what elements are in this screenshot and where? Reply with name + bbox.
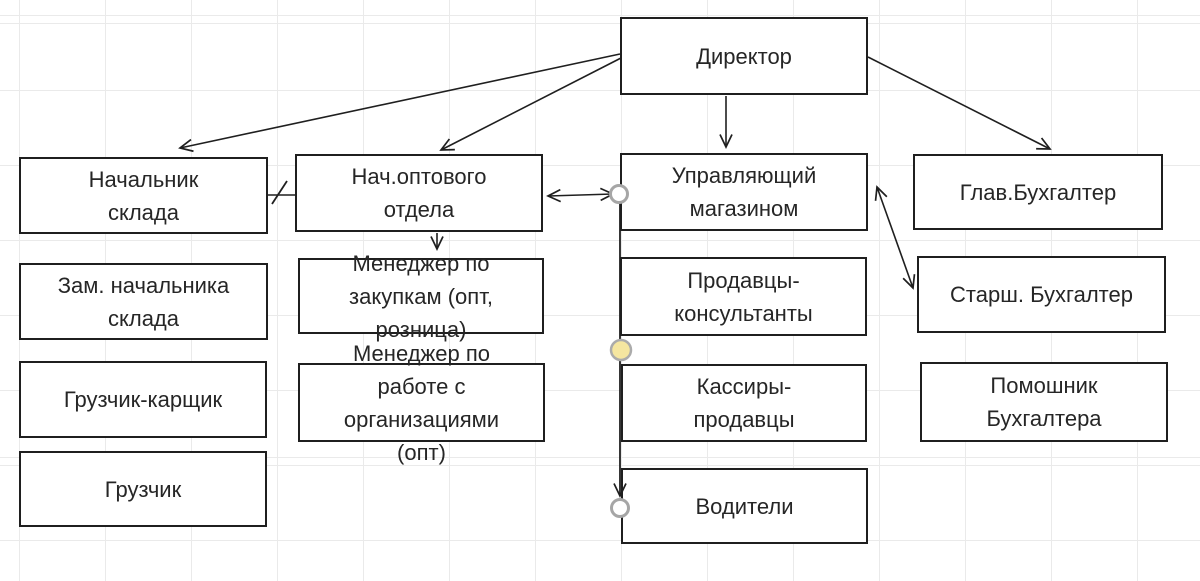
box-wholesale-head[interactable]: Нач.оптового отдела	[295, 154, 543, 232]
box-accountant-assistant[interactable]: Помошник Бухгалтера	[920, 362, 1168, 442]
box-loader-forklift-label: Грузчик-карщик	[63, 387, 223, 412]
box-sales-consultants-label: Продавцы- консультанты	[674, 267, 813, 326]
box-chief-accountant[interactable]: Глав.Бухгалтер	[913, 154, 1163, 230]
box-deputy-warehouse-head[interactable]: Зам. начальника склада	[19, 263, 268, 340]
box-org-manager[interactable]: Менеджер по работе с организациями (опт)	[298, 341, 545, 465]
box-store-manager-label: Управляющий магазином	[671, 163, 817, 221]
box-director-label: Директор	[696, 43, 792, 69]
box-loader[interactable]: Грузчик	[19, 451, 267, 527]
box-sales-consultants[interactable]: Продавцы- консультанты	[620, 257, 867, 336]
box-drivers[interactable]: Водители	[621, 468, 868, 544]
box-accountant-assistant-label: Помошник Бухгалтера	[986, 373, 1102, 431]
box-senior-accountant-label: Старш. Бухгалтер	[950, 282, 1133, 307]
box-loader-forklift[interactable]: Грузчик-карщик	[19, 361, 267, 438]
box-org-manager-label: Менеджер по работе с организациями (опт)	[343, 340, 500, 465]
box-deputy-warehouse-head-label: Зам. начальника склада	[57, 272, 230, 331]
box-purchase-manager-label: Менеджер по закупкам (опт, розница)	[349, 250, 493, 342]
box-loader-label: Грузчик	[104, 476, 182, 502]
box-cashiers-label: Кассиры- продавцы	[693, 374, 795, 432]
box-wholesale-head-label: Нач.оптового отдела	[351, 164, 487, 222]
box-director[interactable]: Директор	[620, 17, 868, 95]
box-purchase-manager[interactable]: Менеджер по закупкам (опт, розница)	[298, 251, 544, 342]
box-warehouse-head-label: Начальник склада	[88, 166, 199, 225]
box-chief-accountant-label: Глав.Бухгалтер	[959, 179, 1117, 205]
box-senior-accountant[interactable]: Старш. Бухгалтер	[917, 256, 1166, 333]
box-store-manager[interactable]: Управляющий магазином	[620, 153, 868, 231]
box-cashiers[interactable]: Кассиры- продавцы	[621, 364, 867, 442]
box-warehouse-head[interactable]: Начальник склада	[19, 157, 268, 234]
box-drivers-label: Водители	[695, 493, 794, 519]
